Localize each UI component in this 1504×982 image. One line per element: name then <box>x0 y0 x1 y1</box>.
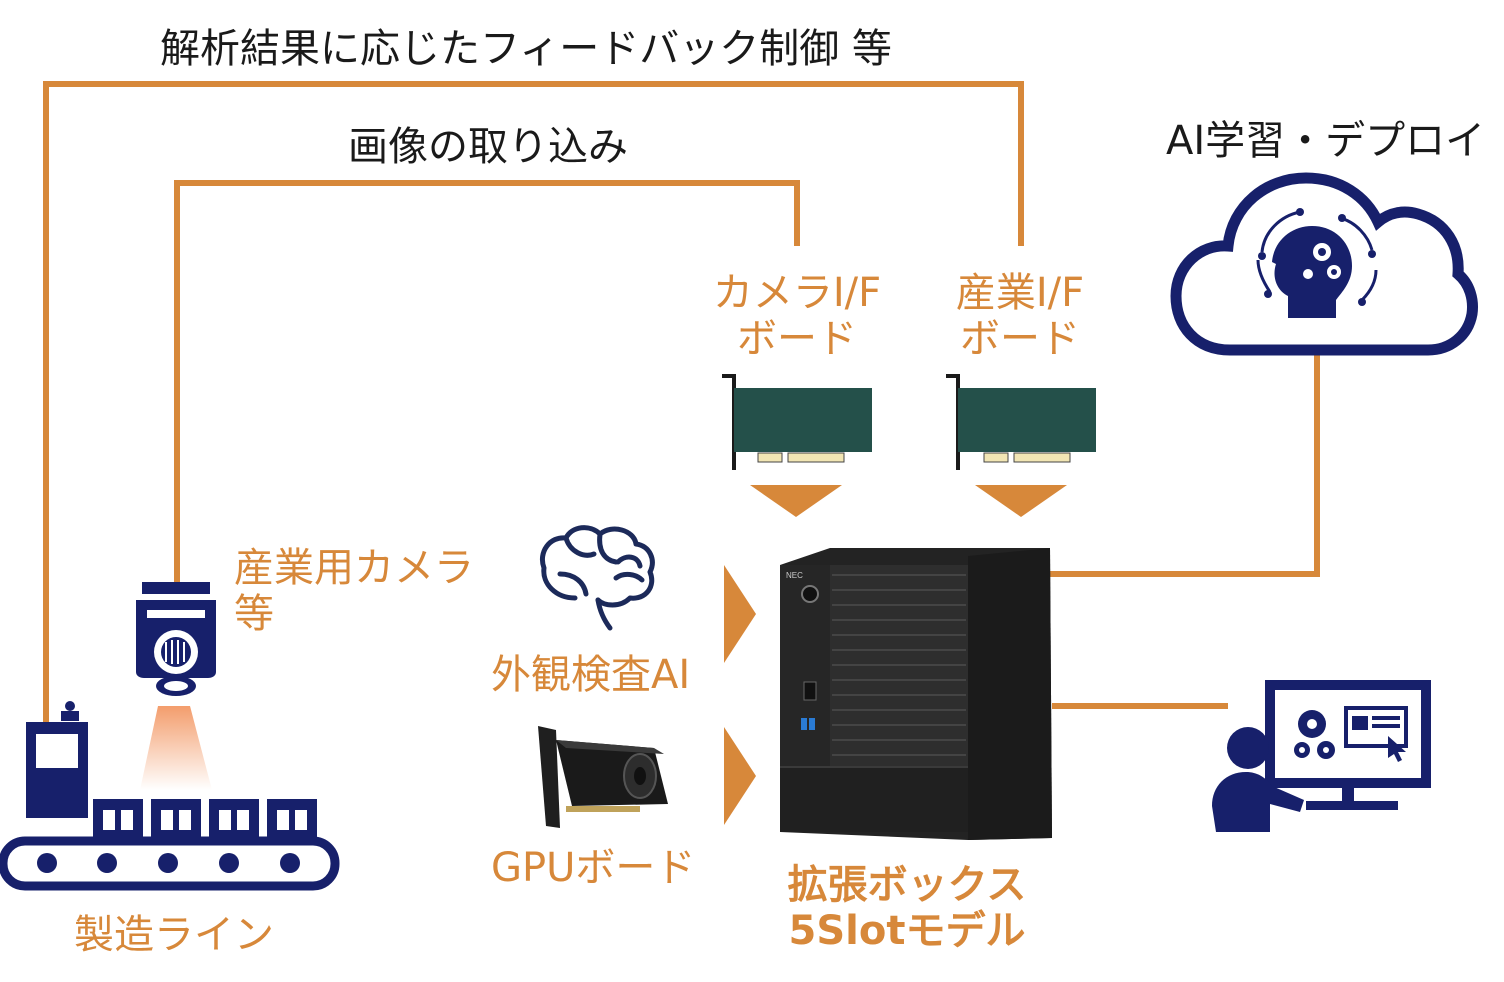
industrial-if-label-line2: ボード <box>960 316 1080 362</box>
industrial-if-label-line1: 産業I/F <box>955 270 1085 316</box>
ai-inspection-label: 外観検査AI <box>491 652 691 698</box>
cloud-ai-icon <box>1170 172 1478 356</box>
arrow-down-industrial-if <box>975 485 1067 517</box>
brain-icon <box>540 525 655 631</box>
gpu-label: GPUボード <box>491 845 696 891</box>
camera-label: 産業用カメラ 等 <box>234 545 474 637</box>
arrow-right-gpu <box>724 727 756 825</box>
box-brand-label: NEC <box>786 571 803 580</box>
gpu-board-icon <box>538 726 668 828</box>
connector-lines <box>43 81 1320 722</box>
feedback-label: 解析結果に応じたフィードバック制御 等 <box>160 26 892 72</box>
camera-if-label-line2: ボード <box>737 316 857 362</box>
feedback-line <box>43 81 1024 722</box>
box-label-line2: 5Slotモデル <box>788 908 1026 954</box>
camera-if-label: カメラI/F ボード <box>697 270 897 362</box>
camera-label-line2: 等 <box>234 591 274 637</box>
industrial-if-label: 産業I/F ボード <box>920 270 1120 362</box>
production-line-label: 製造ライン <box>74 912 274 958</box>
interface-board-icon <box>946 374 1096 470</box>
interface-board-icon <box>722 374 872 470</box>
camera-icon <box>136 582 216 790</box>
cloud-line <box>1050 350 1320 577</box>
ai-cloud-label: AI学習・デプロイ <box>1166 118 1486 164</box>
box-label-line1: 拡張ボックス <box>787 862 1027 908</box>
operator-pc-icon <box>1212 680 1431 832</box>
arrow-down-camera-if <box>750 485 842 517</box>
camera-label-line1: 産業用カメラ <box>234 545 474 591</box>
production-line-icon <box>0 701 340 891</box>
box-label: 拡張ボックス 5Slotモデル <box>780 862 1034 954</box>
capture-line <box>174 180 800 585</box>
capture-label: 画像の取り込み <box>348 124 628 170</box>
expansion-box-icon: NEC <box>780 548 1052 840</box>
arrow-right-ai <box>724 565 756 663</box>
camera-if-label-line1: カメラI/F <box>712 270 882 316</box>
